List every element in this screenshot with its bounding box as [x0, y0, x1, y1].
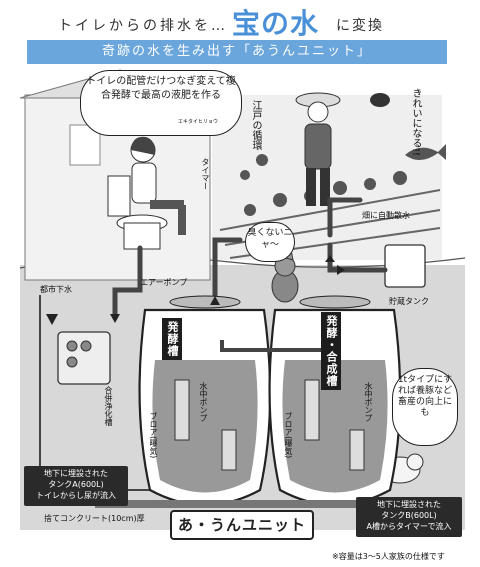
person-speech-text: トイレの配管だけつなぎ変えて複合発酵で最高の液肥を作る	[86, 76, 236, 101]
air-pump-label: エアーポンプ	[140, 278, 188, 287]
septic-tank	[57, 331, 111, 385]
storage-tank-label: 貯蔵タンク	[389, 297, 429, 306]
pipes	[112, 197, 388, 321]
title-suffix: に変換	[336, 18, 384, 34]
title-bar: トイレからの排水を… 宝の水 に変換	[0, 0, 480, 40]
city-sewer-label: 都市下水	[40, 285, 72, 294]
unit-name-plate: あ・うんユニット	[170, 510, 314, 540]
cat-speech-text: 臭くないニャ〜	[247, 228, 293, 250]
septic-tank-label: 合併浄化槽	[104, 386, 113, 426]
title-highlight: 宝の水	[232, 7, 320, 40]
person-speech-ruby: エキタイヒリョウ	[178, 119, 219, 125]
tank-a-line3: トイレからし尿が流入	[36, 491, 116, 500]
timer-label: タイマー	[201, 158, 210, 190]
concrete-base	[95, 500, 425, 508]
tank-b-info-box: 地下に埋設された タンクB(600L) A槽からタイマーで流入	[356, 497, 462, 537]
tank-b-line1: 地下に埋設された	[377, 500, 441, 509]
tank-a-info-box: 地下に埋設された タンクA(600L) トイレからし尿が流入	[24, 466, 128, 506]
farmer-figure	[295, 92, 341, 206]
cat-speech-bubble: 臭くないニャ〜	[245, 222, 295, 262]
storage-tank	[384, 244, 426, 288]
flow-arrows	[46, 255, 345, 325]
blower-a-label: ブロア(曝気)	[149, 412, 158, 459]
person-speech-bubble: トイレの配管だけつなぎ変えて複合発酵で最高の液肥を作る	[80, 70, 242, 136]
tank-b-line2: タンクB(600L)	[381, 511, 437, 520]
tank-b	[268, 295, 402, 506]
beetle-figure	[370, 93, 390, 107]
person-on-toilet	[130, 136, 186, 235]
pig-speech-text: 1tタイプにすれば養豚など畜産の向上にも	[397, 375, 453, 418]
pump-a-label: 水中ポンプ	[199, 382, 208, 422]
fish-speech-text: きれいになる!!	[410, 88, 421, 157]
footnote: ※容量は3〜5人家族の仕様です	[332, 552, 445, 561]
pig-speech-bubble: 1tタイプにすれば養豚など畜産の向上にも	[392, 368, 458, 446]
fish-figure	[405, 144, 446, 161]
fermentation-tank-tag: 発酵槽	[162, 318, 182, 360]
fermentation-synthesis-tank-tag: 発酵・合成槽	[321, 312, 341, 390]
blower-b-label: ブロア(曝気)	[284, 412, 293, 459]
pump-b-label: 水中ポンプ	[364, 382, 373, 422]
tank-a-line2: タンクA(600L)	[48, 480, 104, 489]
farmer-speech-text: 江戸の循環	[250, 100, 261, 150]
tank-b-line3: A槽からタイマーで流入	[366, 522, 452, 531]
title-prefix: トイレからの排水を…	[58, 18, 228, 34]
tank-a-line1: 地下に埋設された	[44, 469, 108, 478]
subtitle-banner: 奇跡の水を生み出す「あうんユニット」	[27, 40, 447, 64]
toilet-fixture	[107, 175, 168, 250]
field-sprinkler-label: 畑に自動散水	[362, 211, 410, 220]
concrete-label: 捨てコンクリート(10cm)厚	[44, 514, 145, 523]
